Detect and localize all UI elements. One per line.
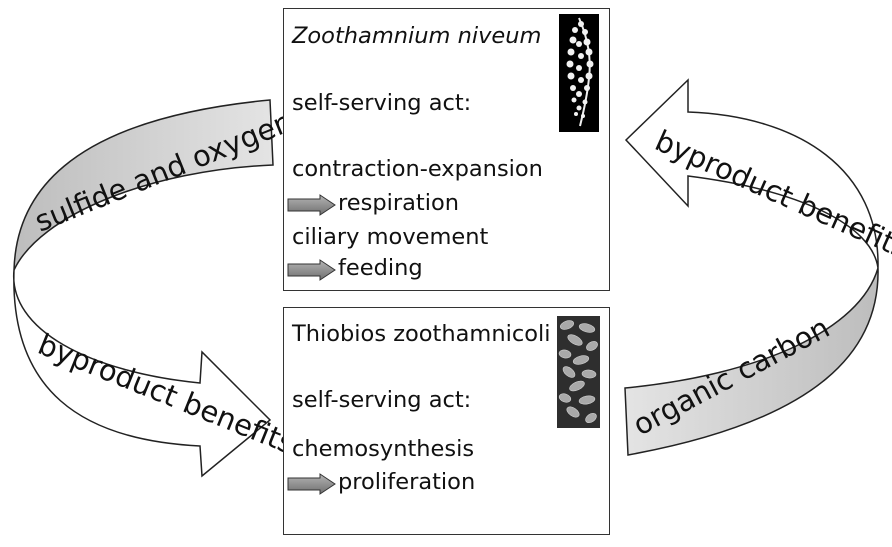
zoothamnium-colony-image [559,14,599,132]
host-result-arrow-2 [287,259,336,281]
symbiont-box [283,307,610,535]
host-act-heading: self-serving act: [292,90,472,116]
ribbon-left-lower [13,269,272,478]
host-act-ciliary: ciliary movement [292,224,489,250]
bacteria-micrograph-image [557,316,600,428]
host-result-respiration: respiration [338,190,459,216]
symbiont-act-chemosynthesis: chemosynthesis [292,436,475,462]
symbiont-species-name: Thiobios zoothamnicoli [292,321,551,347]
ribbon-right-lower [624,267,879,456]
host-result-arrow-1 [287,194,336,216]
ribbon-left-upper [13,99,274,271]
host-species-name: Zoothamnium niveum [292,23,542,49]
symbiont-result-arrow [287,473,336,495]
host-act-contraction: contraction-expansion [292,156,543,182]
host-box [283,8,610,291]
symbiont-act-heading: self-serving act: [292,387,472,413]
ribbon-right-upper [624,78,879,269]
host-result-feeding: feeding [338,255,423,281]
symbiont-result-proliferation: proliferation [338,469,476,495]
